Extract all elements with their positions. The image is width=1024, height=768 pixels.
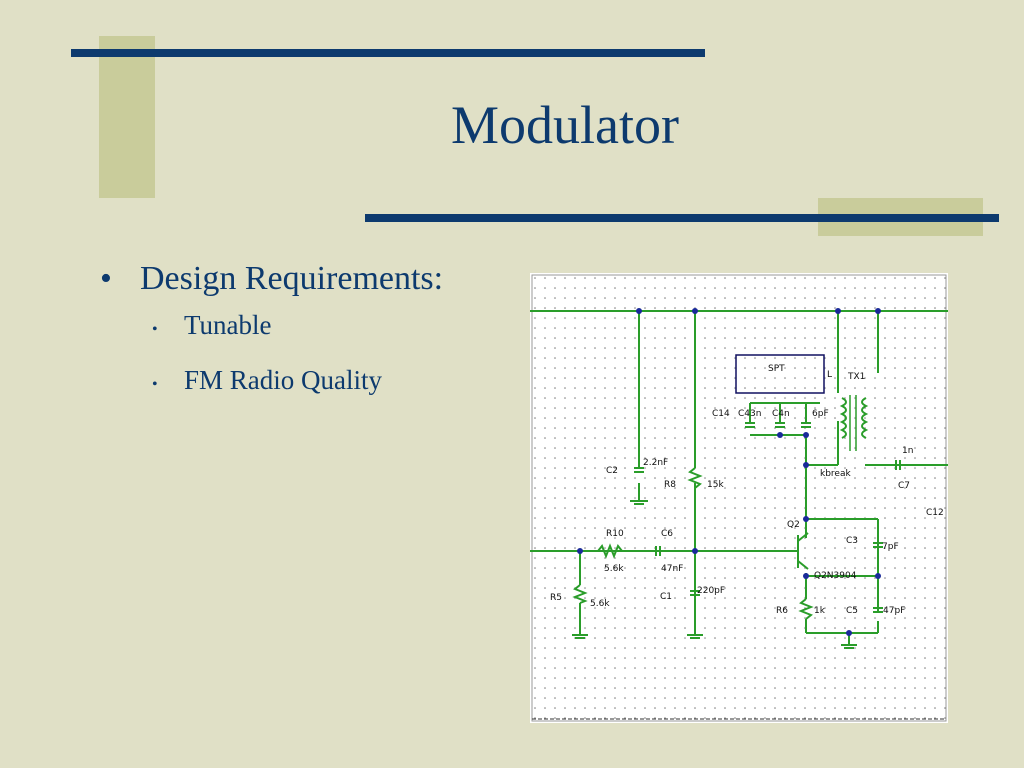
label-spt: SPT — [768, 364, 785, 374]
label-r6-value: 1k — [814, 606, 826, 616]
label-c12: C12 — [926, 508, 944, 518]
label-c5: C5 — [846, 606, 858, 616]
label-c1: C1 — [660, 592, 672, 602]
label-r10: R10 — [606, 529, 624, 539]
title-rule-top — [71, 49, 705, 57]
label-l: L — [827, 370, 832, 380]
bullet-dot-icon: • — [152, 376, 158, 393]
label-r8: R8 — [664, 480, 676, 490]
label-c1-value: 220pF — [697, 586, 725, 596]
circuit-schematic: SPT L TX1 C14 C43n C4n 6pF kbreak 1n C7 … — [530, 273, 948, 723]
title-rule-bottom — [365, 214, 999, 222]
label-c3-value: 7pF — [882, 542, 899, 552]
grid-dots — [530, 273, 948, 723]
bullet-dot-icon: • — [100, 260, 112, 297]
label-r6: R6 — [776, 606, 788, 616]
label-q2n3904: Q2N3904 — [814, 571, 857, 581]
label-c7-value: 1n — [902, 446, 913, 456]
label-r10-value: 5.6k — [604, 564, 624, 574]
label-c7: C7 — [898, 481, 910, 491]
label-c6-top: C6 — [661, 529, 673, 539]
label-r5-value: 5.6k — [590, 599, 610, 609]
schematic-frame — [531, 274, 947, 722]
label-r5: R5 — [550, 593, 562, 603]
wires — [530, 310, 948, 645]
label-c5-value: 47pF — [883, 606, 905, 616]
component-symbols — [572, 354, 901, 649]
decorative-block-left — [99, 36, 155, 198]
bullet-dot-icon: • — [152, 321, 158, 338]
junction-nodes — [577, 308, 881, 636]
component-labels: SPT L TX1 C14 C43n C4n 6pF kbreak 1n C7 … — [550, 364, 944, 616]
bullet-text: Design Requirements: — [140, 260, 444, 297]
label-c14: C14 — [712, 409, 730, 419]
slide-title: Modulator — [451, 95, 679, 155]
label-c4n: C4n — [772, 409, 790, 419]
sub-bullet-item: • FM Radio Quality — [152, 355, 443, 410]
sub-bullet-item: • Tunable — [152, 300, 443, 355]
bullet-list: • Design Requirements: • Tunable • FM Ra… — [100, 258, 443, 410]
label-q2: Q2 — [787, 520, 800, 530]
schematic-svg: SPT L TX1 C14 C43n C4n 6pF kbreak 1n C7 … — [530, 273, 948, 723]
label-c6-value: 47nF — [661, 564, 683, 574]
label-c2: C2 — [606, 466, 618, 476]
label-r8-value: 15k — [707, 480, 724, 490]
label-c3: C3 — [846, 536, 858, 546]
label-6pf: 6pF — [812, 409, 829, 419]
sub-bullet-text: Tunable — [184, 310, 272, 340]
label-tx1: TX1 — [847, 372, 865, 382]
label-c2-value: 2.2nF — [643, 458, 668, 468]
label-c43n: C43n — [738, 409, 761, 419]
bullet-item: • Design Requirements: — [100, 258, 443, 300]
label-kbreak: kbreak — [820, 469, 851, 479]
sub-bullet-text: FM Radio Quality — [184, 365, 383, 395]
